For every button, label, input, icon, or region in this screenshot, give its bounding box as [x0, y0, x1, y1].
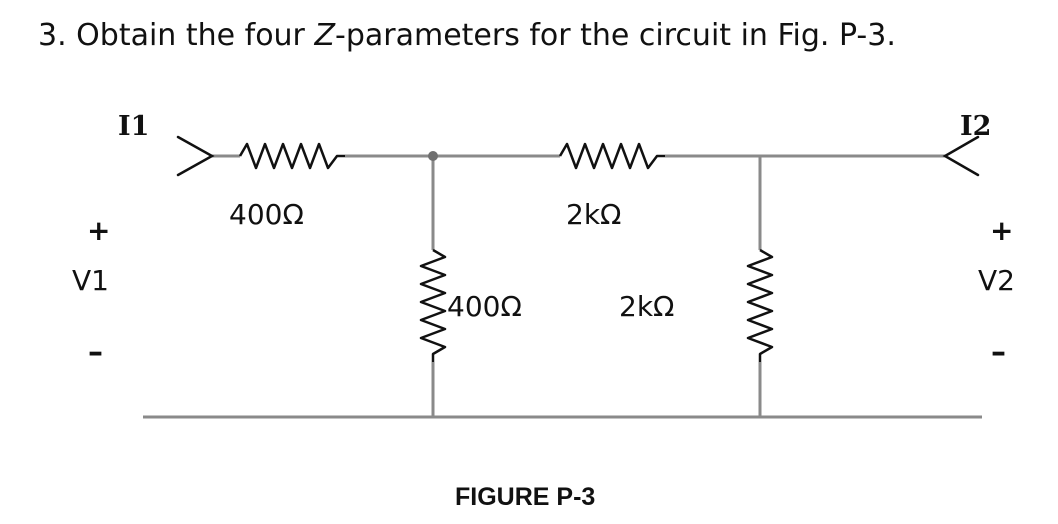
junction-node — [428, 151, 438, 161]
problem-text-end: -parameters for the circuit in Fig. P-3. — [335, 18, 896, 53]
port2-minus: – — [991, 335, 1006, 370]
port1-minus: – — [88, 335, 103, 370]
resistor-series-middle — [558, 142, 665, 170]
port1-voltage: V1 — [72, 264, 109, 297]
label-shunt-left: 400Ω — [447, 290, 522, 323]
problem-number: 3. — [38, 18, 67, 53]
current-arrow-out — [942, 135, 980, 177]
figure-caption: FIGURE P-3 — [455, 483, 595, 511]
port2-plus: + — [990, 214, 1013, 247]
port2-voltage: V2 — [978, 264, 1015, 297]
problem-statement: 3. Obtain the four Z-parameters for the … — [38, 18, 896, 53]
label-series-left: 400Ω — [229, 198, 304, 231]
current-arrows — [176, 135, 980, 177]
label-series-middle: 2kΩ — [566, 198, 621, 231]
resistor-shunt-right — [746, 248, 774, 362]
resistor-shunt-left — [419, 248, 447, 362]
port1-plus: + — [87, 214, 110, 247]
current-arrow-in — [176, 135, 215, 177]
resistors — [238, 142, 774, 362]
wires — [143, 154, 982, 419]
label-shunt-right: 2kΩ — [619, 290, 674, 323]
current-label-in: I1 — [118, 111, 149, 142]
problem-variable: Z — [314, 18, 335, 53]
resistor-series-left — [238, 142, 345, 170]
problem-text-start: Obtain the four — [76, 18, 315, 53]
current-label-out: I2 — [960, 111, 991, 142]
